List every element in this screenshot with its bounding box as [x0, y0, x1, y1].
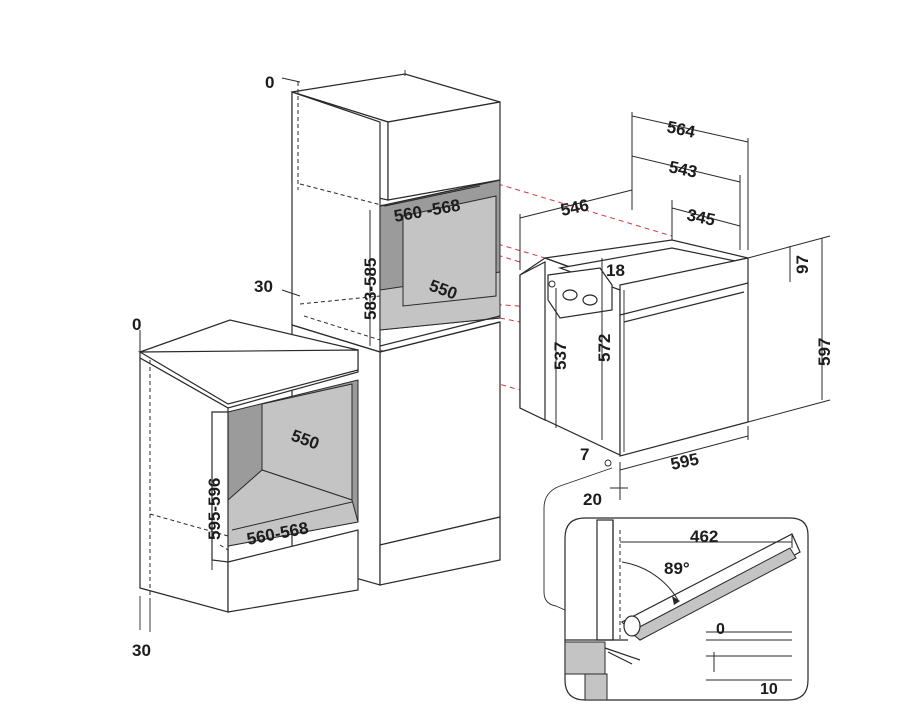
clearance-top-label: 0 [716, 621, 725, 638]
clearance-bottom-label: 10 [760, 681, 778, 698]
oven-depth-543-label: 543 [667, 157, 699, 181]
oven-top-depth-label: 345 [685, 205, 717, 229]
oven-side-height-label: 537 [551, 342, 570, 370]
tall-niche-height-label: 583-585 [361, 258, 380, 320]
base-cabinet [137, 319, 359, 632]
base-niche-height-label: 595-596 [205, 478, 224, 540]
oven-body-depth-label: 546 [559, 195, 591, 219]
base-top-offset-label: 0 [132, 315, 141, 334]
oven-overall-depth-label: 564 [665, 117, 697, 142]
dimension-lines [139, 77, 831, 681]
tall-base-offset-label: 30 [254, 277, 273, 296]
oven-overall-height-label: 597 [815, 338, 834, 366]
oven [519, 239, 749, 467]
oven-front-offset-label: 20 [583, 490, 602, 509]
oven-width-label: 595 [669, 449, 701, 473]
oven-front-top-label: 97 [793, 255, 812, 274]
base-bottom-offset-label: 30 [132, 641, 151, 660]
tall-cabinet [291, 70, 501, 586]
oven-top-step-label: 18 [606, 261, 625, 280]
door-length-label: 462 [690, 527, 718, 546]
oven-bottom-gap-label: 7 [580, 445, 589, 464]
door-angle-label: 89° [664, 559, 690, 578]
door-detail [543, 467, 809, 701]
dimension-labels: 0 30 560 -568 550 583-585 0 30 550 560-5… [132, 73, 834, 698]
oven-body-height-label: 572 [595, 334, 614, 362]
tall-top-offset-label: 0 [265, 73, 274, 92]
